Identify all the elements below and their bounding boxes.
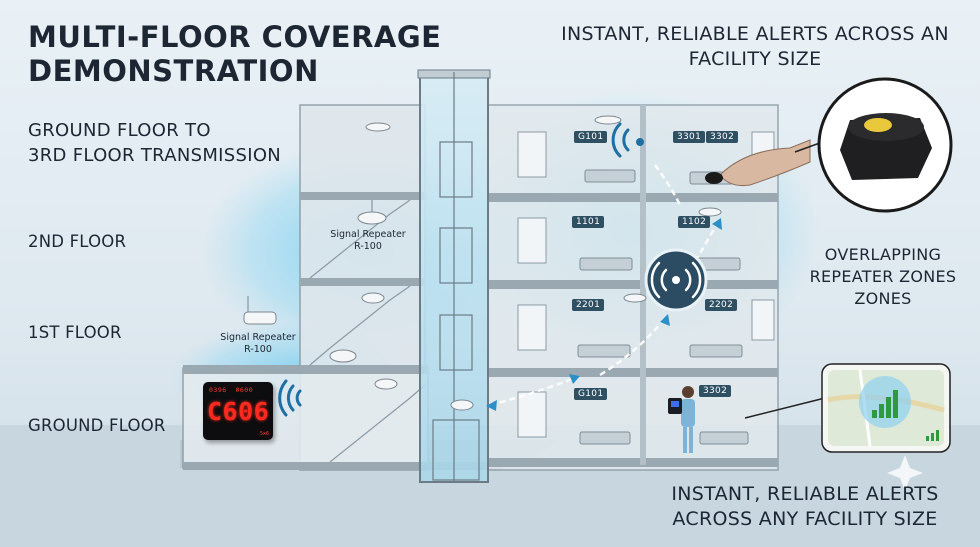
slab-left-1: [183, 365, 428, 374]
slab-left-2: [300, 278, 425, 286]
overlap-line-2: REPEATER ZONES: [809, 267, 957, 286]
room-label: G101: [574, 388, 608, 400]
led-display: 0396 0600 C606 5x6: [203, 382, 273, 440]
led-top-right: 0600: [235, 386, 254, 394]
overlap-caption: OVERLAPPING REPEATER ZONES ZONES: [788, 244, 978, 310]
repeater-device-3: [329, 115, 722, 411]
overlap-line-3: ZONES: [854, 289, 912, 308]
subtitle-line-1: GROUND FLOOR TO: [28, 120, 211, 141]
map-inset: [821, 363, 951, 453]
signal-badge-icon: [644, 248, 708, 312]
led-display-top-row: 0396 0600: [209, 386, 253, 394]
page-title: MULTI-FLOOR COVERAGE DEMONSTRATION: [28, 20, 468, 88]
slab-right-2: [488, 280, 778, 289]
subtitle-line-2: 3RD FLOOR TRANSMISSION: [28, 145, 282, 166]
hand-illustration: [705, 139, 811, 186]
repeater-label-lower-name: Signal Repeater: [220, 332, 296, 343]
bottom-tagline-line-2: ACROSS ANY FACILITY SIZE: [672, 508, 938, 530]
repeater-device-1: [357, 200, 387, 225]
led-top-left: 0396: [209, 386, 227, 394]
subtitle: GROUND FLOOR TO 3RD FLOOR TRANSMISSION: [28, 118, 281, 168]
top-tagline: INSTANT, RELIABLE ALERTS ACROSS AN FACIL…: [540, 22, 970, 72]
room-label: 2201: [572, 299, 605, 311]
slab-right-1: [488, 368, 778, 377]
repeater-label-lower: Signal Repeater R-100: [203, 332, 313, 356]
floor-label-ground: GROUND FLOOR: [28, 416, 166, 435]
bottom-tagline: INSTANT, RELIABLE ALERTS ACROSS ANY FACI…: [640, 482, 970, 532]
elevator-frames: [432, 72, 480, 482]
led-main-code: C606: [207, 397, 270, 426]
top-tagline-line-2: FACILITY SIZE: [688, 48, 822, 70]
repeater-label-upper-model: R-100: [354, 241, 382, 252]
signal-arrowheads: [486, 218, 722, 411]
call-button-inset: [817, 77, 953, 213]
slab-left-0: [183, 462, 503, 470]
repeater-label-upper: Signal Repeater R-100: [313, 229, 423, 253]
repeater-device-2: [243, 296, 277, 325]
title-line-2: DEMONSTRATION: [28, 54, 319, 88]
nurse-illustration: [668, 386, 695, 453]
floor-label-first: 1ST FLOOR: [28, 323, 122, 342]
room-label: G101: [574, 131, 608, 143]
room-label: 1102: [678, 216, 711, 228]
led-corner-text: 5x6: [259, 431, 269, 437]
partition-right: [640, 105, 646, 465]
slab-left-3: [300, 192, 425, 200]
title-line-1: MULTI-FLOOR COVERAGE: [28, 20, 442, 54]
slab-right-3: [488, 193, 778, 202]
repeater-label-lower-model: R-100: [244, 344, 272, 355]
room-label: 3302: [706, 131, 739, 143]
wifi-icon-top: [611, 122, 644, 158]
wifi-icon-ground: [278, 379, 302, 417]
floor-label-second: 2ND FLOOR: [28, 232, 127, 251]
room-label: 1101: [572, 216, 605, 228]
room-label: 3301: [673, 131, 706, 143]
slab-right-0: [488, 458, 778, 467]
repeater-label-upper-name: Signal Repeater: [330, 229, 406, 240]
overlap-line-1: OVERLAPPING: [824, 245, 942, 264]
bottom-tagline-line-1: INSTANT, RELIABLE ALERTS: [671, 483, 939, 505]
room-label: 3302: [699, 385, 732, 397]
room-label: 2202: [705, 299, 738, 311]
map-callout-line: [744, 397, 826, 419]
top-tagline-line-1: INSTANT, RELIABLE ALERTS ACROSS AN: [561, 23, 949, 45]
staircase-left: [309, 199, 426, 463]
sparkle-icon: [887, 455, 923, 491]
